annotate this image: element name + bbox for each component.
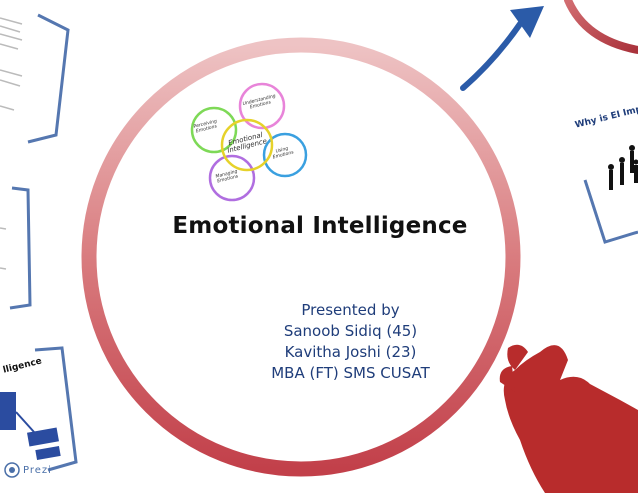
prezi-logo[interactable]: Prezi: [4, 462, 52, 478]
presenter-name-1: Sanoob Sidiq (45): [283, 322, 418, 340]
venn-circle-perceiving: [190, 106, 238, 154]
presenters-heading: Presented by: [301, 301, 400, 319]
side-slide-bottom-left[interactable]: [0, 346, 78, 472]
venn-diagram: [190, 82, 308, 202]
people-icon: [608, 145, 638, 190]
side-slide-middle-left[interactable]: [0, 186, 32, 310]
prezi-logo-icon: [4, 462, 20, 478]
venn-circle-using: [262, 132, 308, 178]
presenter-program: MBA (FT) SMS CUSAT: [271, 364, 430, 382]
main-circle-frame[interactable]: [81, 37, 521, 477]
presenter-name-2: Kavitha Joshi (23): [284, 343, 417, 361]
prezi-logo-text: Prezi: [23, 464, 52, 476]
side-slide-top-left[interactable]: [0, 13, 70, 144]
side-slide-right[interactable]: [583, 145, 638, 244]
hand-icon: [499, 344, 638, 493]
top-right-arc-frame[interactable]: [564, 0, 638, 54]
arrow-icon: [460, 6, 544, 91]
presenters-block: Presented by Sanoob Sidiq (45) Kavitha J…: [238, 300, 463, 384]
page-title: Emotional Intelligence: [172, 213, 468, 239]
venn-circle-understanding: [238, 82, 286, 130]
venn-circle-center: [220, 118, 274, 172]
venn-circle-managing: [208, 154, 256, 202]
